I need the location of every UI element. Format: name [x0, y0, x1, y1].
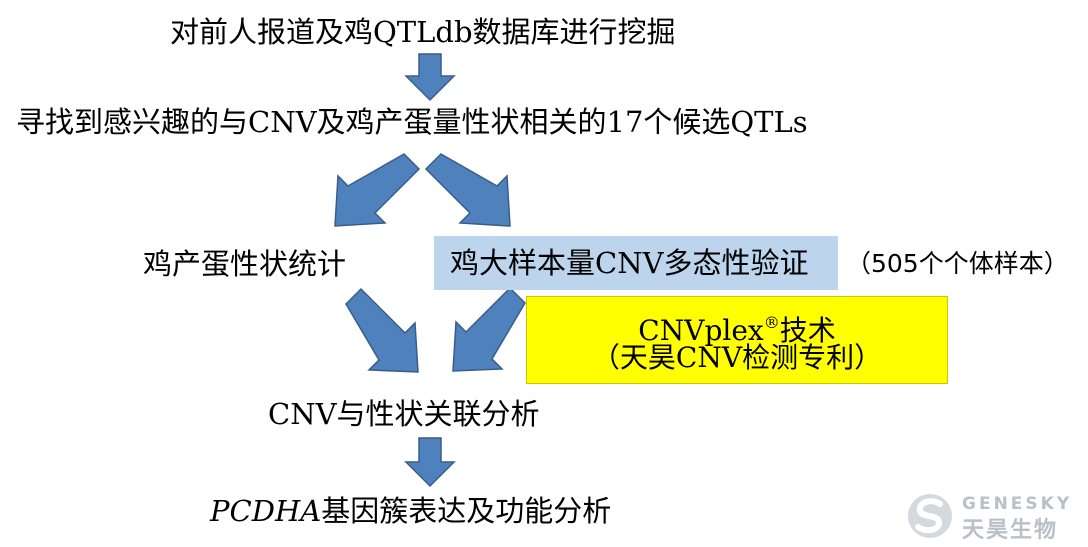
cnvplex-tech-box: CNVplex®技术 （天昊CNV检测专利） [526, 296, 948, 384]
logo-english: GENESKY [962, 494, 1073, 514]
step-candidate-qtls: 寻找到感兴趣的与CNV及鸡产蛋量性状相关的17个候选QTLs [16, 105, 808, 139]
arrow-merge-right [452, 286, 526, 372]
tech-title: CNVplex®技术 [527, 306, 947, 348]
step-data-mining: 对前人报道及鸡QTLdb数据库进行挖掘 [170, 15, 676, 49]
tech-patent-note: （天昊CNV检测专利） [591, 341, 883, 374]
arrow-split-right [424, 153, 511, 227]
genesky-logo: GENESKY 天昊生物 [906, 492, 1076, 543]
arrow-merge-left [345, 287, 419, 373]
gene-name: PCDHA [210, 494, 322, 528]
step-expression-analysis: PCDHA基因簇表达及功能分析 [210, 493, 611, 529]
cnv-validation-box [434, 236, 838, 290]
genesky-s-logo-icon [908, 494, 952, 538]
step-association-analysis: CNV与性状关联分析 [268, 397, 540, 431]
step-egg-trait-stats: 鸡产蛋性状统计 [143, 247, 347, 281]
registered-mark: ® [763, 313, 780, 332]
tech-name: CNVplex [638, 314, 764, 347]
arrow-down-1 [404, 53, 456, 102]
logo-chinese: 天昊生物 [962, 518, 1059, 543]
step-cnv-validation: 鸡大样本量CNV多态性验证 [450, 246, 809, 280]
arrow-down-2 [404, 437, 456, 488]
tech-suffix: 技术 [779, 314, 836, 347]
step5-rest: 基因簇表达及功能分析 [321, 494, 612, 528]
arrow-split-left [334, 153, 421, 227]
sample-count-note: （505个个体样本） [846, 249, 1069, 278]
